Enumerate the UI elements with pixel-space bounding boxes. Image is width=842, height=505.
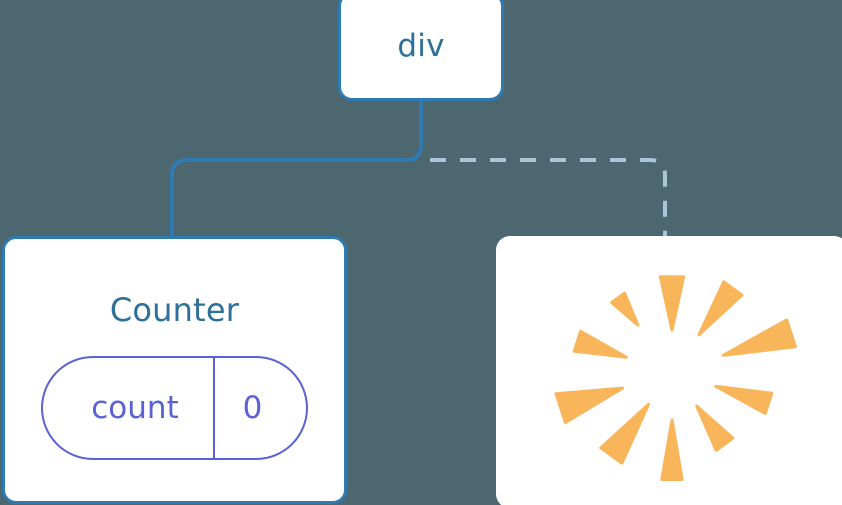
sparkle-ray-3: [714, 384, 774, 415]
node-render[interactable]: [496, 236, 842, 505]
sparkle-ray-2: [721, 318, 797, 357]
state-pill-count[interactable]: count 0: [41, 356, 308, 460]
node-counter[interactable]: Counter count 0: [2, 236, 347, 504]
edge-div-to-render: [430, 158, 667, 240]
sparkle-ray-8: [572, 329, 628, 359]
state-key-label: count: [43, 358, 215, 458]
edge-div-to-counter: [170, 100, 423, 240]
sparkle-ray-7: [554, 386, 624, 425]
node-div-label: div: [397, 28, 445, 64]
sparkle-ray-9: [610, 291, 640, 327]
node-div[interactable]: div: [338, 0, 504, 101]
state-value-label: 0: [242, 389, 263, 426]
sparkle-ray-0: [658, 275, 686, 332]
sparkle-burst-svg: [554, 275, 797, 481]
sparkle-ray-4: [695, 404, 735, 452]
sparkle-ray-5: [660, 418, 684, 481]
node-counter-label: Counter: [109, 291, 240, 329]
sparkle-ray-6: [599, 402, 650, 465]
sparkle-ray-1: [697, 280, 744, 337]
sparkle-burst-icon: [496, 236, 842, 505]
